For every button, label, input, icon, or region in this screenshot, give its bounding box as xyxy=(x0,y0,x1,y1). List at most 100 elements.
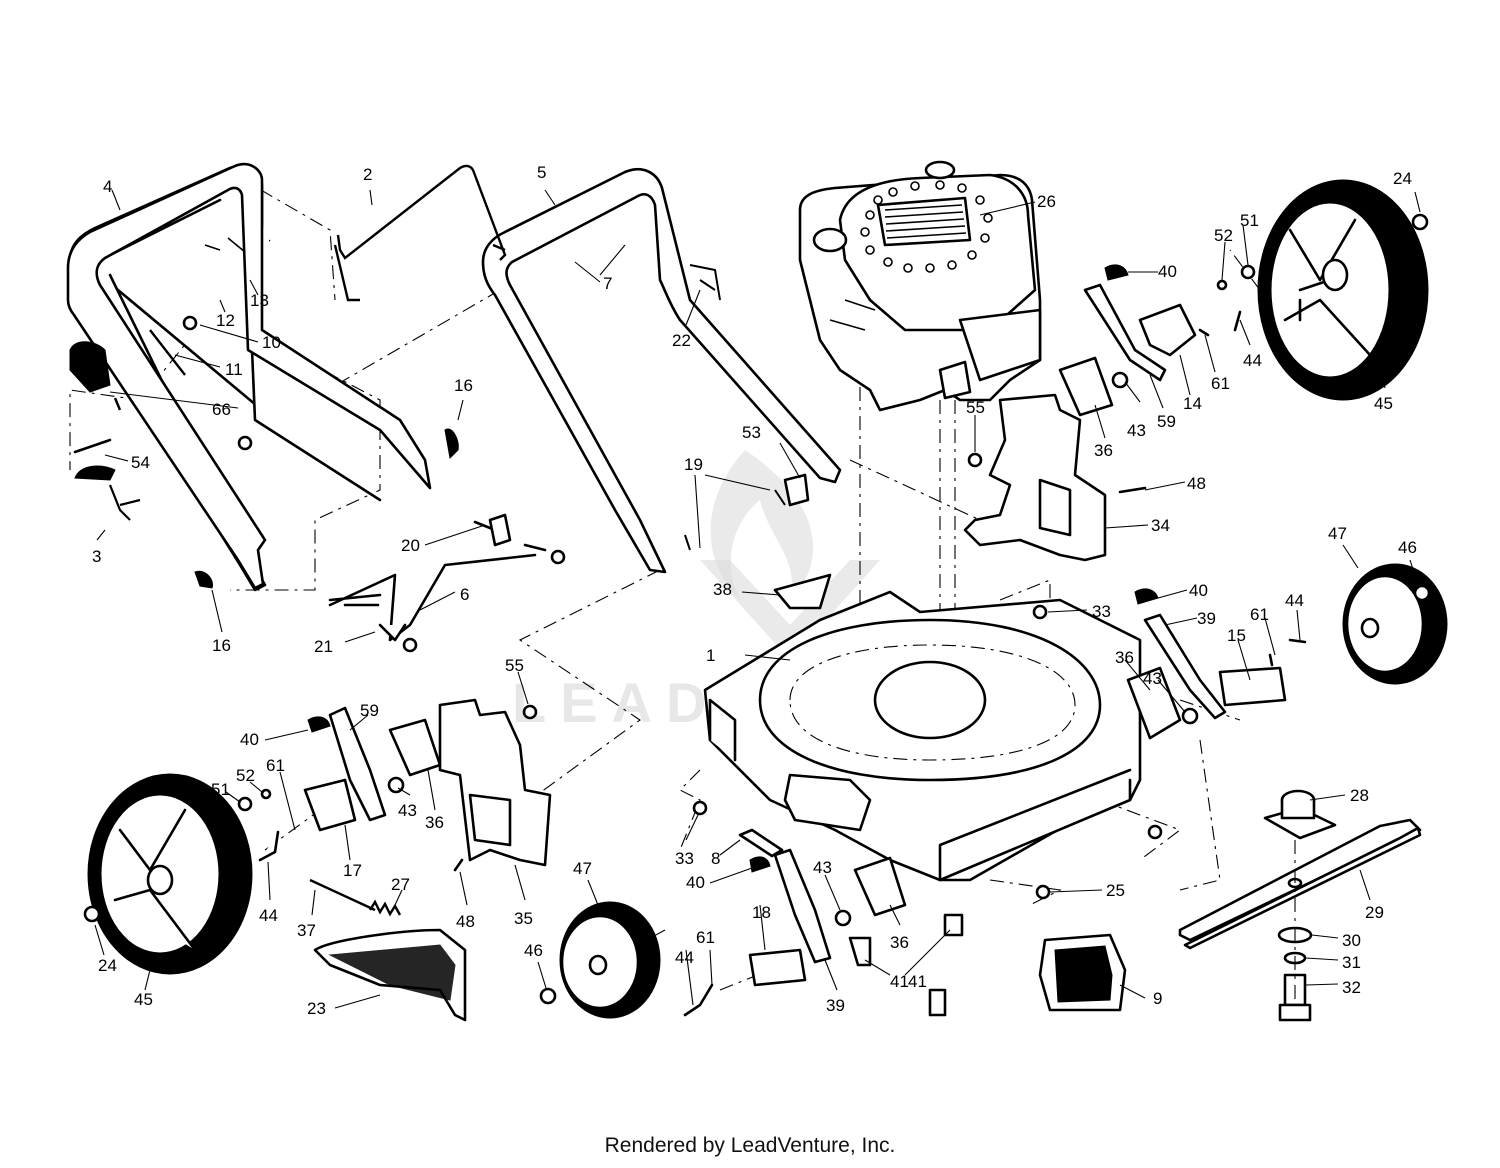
cable-ties xyxy=(684,264,786,551)
callout-3: 3 xyxy=(92,547,101,566)
blade xyxy=(1178,818,1422,950)
callout-labels: 1 2 3 4 5 6 7 8 9 10 11 12 13 14 15 16 1… xyxy=(92,163,1417,1018)
handle-knobs xyxy=(74,237,459,589)
blade-adapter xyxy=(1263,789,1337,840)
callout-40c: 40 xyxy=(240,730,259,749)
callout-2: 2 xyxy=(363,165,372,184)
callout-36b: 36 xyxy=(1115,648,1134,667)
footer-credit: Rendered by LeadVenture, Inc. xyxy=(604,1134,896,1157)
callout-61d: 61 xyxy=(696,928,715,947)
callout-5: 5 xyxy=(537,163,546,182)
callout-39a: 39 xyxy=(1197,609,1216,628)
callout-10: 10 xyxy=(262,333,281,352)
height-adjuster-bracket-right xyxy=(963,393,1107,562)
callout-7: 7 xyxy=(603,274,612,293)
callout-52a: 52 xyxy=(1214,226,1233,245)
discharge-chute-tab xyxy=(738,573,832,858)
callout-12: 12 xyxy=(216,311,235,330)
callout-36d: 36 xyxy=(890,933,909,952)
callout-61b: 61 xyxy=(1250,605,1269,624)
callout-44d: 44 xyxy=(675,948,694,967)
lower-handle-outline xyxy=(66,162,432,590)
callout-14: 14 xyxy=(1183,394,1202,413)
callout-33b: 33 xyxy=(675,849,694,868)
callout-41b: 41 xyxy=(908,972,927,991)
throttle-control xyxy=(69,329,186,411)
blade-washers-bolt xyxy=(1277,926,1313,1022)
callout-51a: 51 xyxy=(1240,211,1259,230)
callout-36c: 36 xyxy=(425,813,444,832)
callout-43b: 43 xyxy=(1143,669,1162,688)
callout-66: 66 xyxy=(212,400,231,419)
leader-lines xyxy=(94,189,1421,1009)
callout-22: 22 xyxy=(672,331,691,350)
callout-55b: 55 xyxy=(505,656,524,675)
bail-bar xyxy=(333,164,507,302)
callout-16a: 16 xyxy=(454,376,473,395)
callout-32: 32 xyxy=(1342,978,1361,997)
callout-21: 21 xyxy=(314,637,333,656)
callout-36a: 36 xyxy=(1094,441,1113,460)
callout-31: 31 xyxy=(1342,953,1361,972)
callout-54: 54 xyxy=(131,453,150,472)
callout-41a: 41 xyxy=(890,972,909,991)
callout-61c: 61 xyxy=(266,756,285,775)
callout-44c: 44 xyxy=(259,906,278,925)
callout-43d: 43 xyxy=(813,858,832,877)
wheel-front-left xyxy=(559,901,661,1019)
callout-40d: 40 xyxy=(686,873,705,892)
callout-48a: 48 xyxy=(1187,474,1206,493)
callout-44a: 44 xyxy=(1243,351,1262,370)
callout-61a: 61 xyxy=(1211,374,1230,393)
callout-40b: 40 xyxy=(1189,581,1208,600)
rear-flap xyxy=(313,928,467,1022)
callout-48b: 48 xyxy=(456,912,475,931)
callout-15: 15 xyxy=(1227,626,1246,645)
handle-brackets xyxy=(328,473,810,642)
callout-45b: 45 xyxy=(134,990,153,1009)
callout-47b: 47 xyxy=(573,859,592,878)
callout-6: 6 xyxy=(460,585,469,604)
callout-8: 8 xyxy=(711,849,720,868)
mower-deck xyxy=(703,590,1142,882)
callout-23: 23 xyxy=(307,999,326,1018)
upper-handle-right xyxy=(481,168,842,574)
wheel-front-right xyxy=(1342,563,1448,685)
callout-27: 27 xyxy=(391,875,410,894)
callout-30: 30 xyxy=(1342,931,1361,950)
callout-18: 18 xyxy=(752,903,771,922)
adjuster-plates xyxy=(388,356,1182,917)
callout-38: 38 xyxy=(713,580,732,599)
callout-25: 25 xyxy=(1106,881,1125,900)
engine xyxy=(798,160,1042,412)
callout-20: 20 xyxy=(401,536,420,555)
axle-brackets xyxy=(303,303,1287,987)
callout-19: 19 xyxy=(684,455,703,474)
callout-52b: 52 xyxy=(236,766,255,785)
callout-24b: 24 xyxy=(98,956,117,975)
callout-17: 17 xyxy=(343,861,362,880)
spring-rod xyxy=(309,878,402,917)
callout-9: 9 xyxy=(1153,989,1162,1008)
callout-40a: 40 xyxy=(1158,262,1177,281)
callout-46b: 46 xyxy=(524,941,543,960)
callout-24a: 24 xyxy=(1393,169,1412,188)
callout-43c: 43 xyxy=(398,801,417,820)
callout-35: 35 xyxy=(514,909,533,928)
callout-28: 28 xyxy=(1350,786,1369,805)
callout-59b: 59 xyxy=(360,701,379,720)
callout-26: 26 xyxy=(1037,192,1056,211)
callout-44b: 44 xyxy=(1285,591,1304,610)
mulch-plug xyxy=(1038,933,1127,1012)
callout-4: 4 xyxy=(103,177,112,196)
callout-13: 13 xyxy=(250,291,269,310)
callout-51b: 51 xyxy=(211,780,230,799)
callout-43a: 43 xyxy=(1127,421,1146,440)
callout-53: 53 xyxy=(742,423,761,442)
callout-37: 37 xyxy=(297,921,316,940)
wheel-rear-right xyxy=(1257,179,1429,401)
nuts-bolts-washers xyxy=(73,213,1431,1017)
wheel-levers xyxy=(328,283,1227,964)
callout-45a: 45 xyxy=(1374,394,1393,413)
